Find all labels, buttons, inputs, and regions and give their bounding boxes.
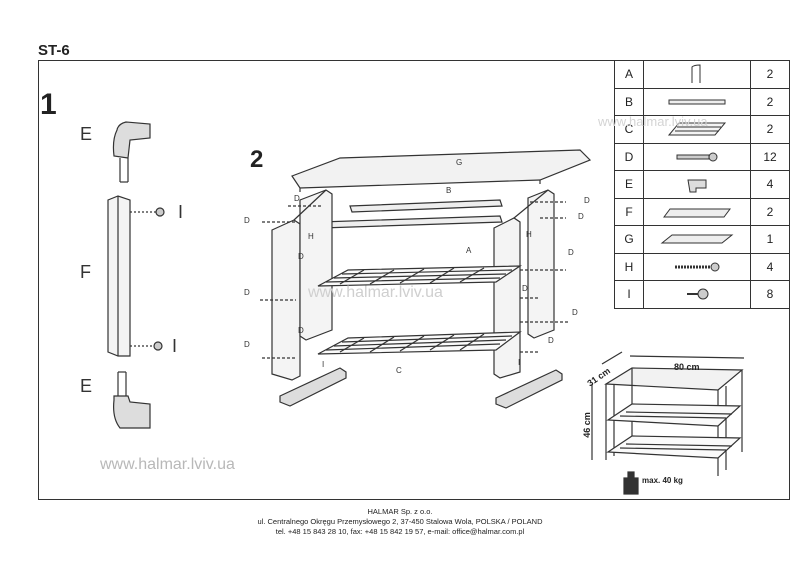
preview-bench-drawing [591,351,745,476]
rail-b-drawing [349,199,503,213]
model-title: ST-6 [38,42,70,59]
part-quantity: 2 [750,115,790,144]
mesh-shelf-icon [643,115,751,144]
part-code: D [614,142,644,171]
label-d-10: D [522,284,528,293]
label-h-left: H [308,232,314,241]
watermark-bottom-left: www.halmar.lviv.ua [100,456,235,473]
label-e-top: E [80,124,93,144]
mesh-shelf-upper-drawing [317,265,523,287]
weight-icon [623,471,639,495]
label-i-bottom: I [172,336,178,356]
label-f: F [80,262,91,282]
label-d-9: D [568,248,574,257]
part-quantity: 1 [750,225,790,254]
label-h-right: H [526,230,532,239]
part-quantity: 8 [750,280,790,309]
label-d-12: D [548,336,554,345]
label-i-top: I [178,202,184,222]
footer-address: ul. Centralnego Okręgu Przemysłowego 2, … [257,517,543,526]
small-screw-icon [643,280,751,309]
dimension-height: 46 cm [581,412,592,438]
part-code: G [614,225,644,254]
label-d-4: D [244,288,250,297]
side-panel-icon [643,197,751,226]
part-quantity: 12 [750,142,790,171]
label-d-6: D [244,340,250,349]
foot-left-drawing [279,367,347,407]
part-code: C [614,115,644,144]
label-c: C [396,366,402,375]
footer-company: HALMAR Sp. z o.o. [367,507,433,516]
max-load-label: max. 40 kg [642,476,683,485]
part-code: A [614,60,644,89]
footer-contact: tel. +48 15 843 28 10, fax: +48 15 842 1… [275,527,525,536]
rail-icon [643,87,751,116]
label-d-1: D [294,194,300,203]
label-i-right: I [518,358,521,367]
part-code: E [614,170,644,199]
dimension-width: 80 cm [674,362,700,372]
label-d-8: D [578,212,584,221]
screw-icon [643,252,751,281]
label-b: B [446,186,452,195]
foot-cap-icon [643,170,751,199]
label-d-11: D [572,308,578,317]
label-i-left: I [322,360,325,369]
watermark-center: www.halmar.lviv.ua [308,284,443,301]
step-2-number: 2 [250,146,264,173]
part-code: F [614,197,644,226]
instruction-frame [38,60,790,500]
part-code: B [614,87,644,116]
label-d-3: D [298,252,304,261]
parts-row: D 12 [614,142,790,171]
label-d-7: D [584,196,590,205]
footer: HALMAR Sp. z o.o. ul. Centralnego Okręgu… [0,507,800,537]
foot-cap-bottom-drawing [113,371,151,429]
label-g: G [456,158,463,167]
label-d-5: D [298,326,304,335]
part-code: I [614,280,644,309]
label-d-2: D [244,216,250,225]
part-code: H [614,252,644,281]
label-a: A [466,246,472,255]
part-quantity: 4 [750,170,790,199]
foot-cap-top-drawing [112,121,151,183]
seat-board-drawing [291,149,592,192]
part-quantity: 2 [750,60,790,89]
seat-board-icon [643,225,751,254]
label-e-bottom: E [80,376,93,396]
part-quantity: 4 [750,252,790,281]
part-quantity: 2 [750,197,790,226]
step-1-number: 1 [40,88,57,121]
bracket-icon [643,60,751,89]
mesh-shelf-lower-drawing [317,331,522,355]
foot-right-drawing [495,369,563,409]
part-quantity: 2 [750,87,790,116]
watermark-table: www.halmar.lviv.ua [598,114,708,129]
side-panel-drawing [107,195,165,357]
bolt-icon [643,142,751,171]
